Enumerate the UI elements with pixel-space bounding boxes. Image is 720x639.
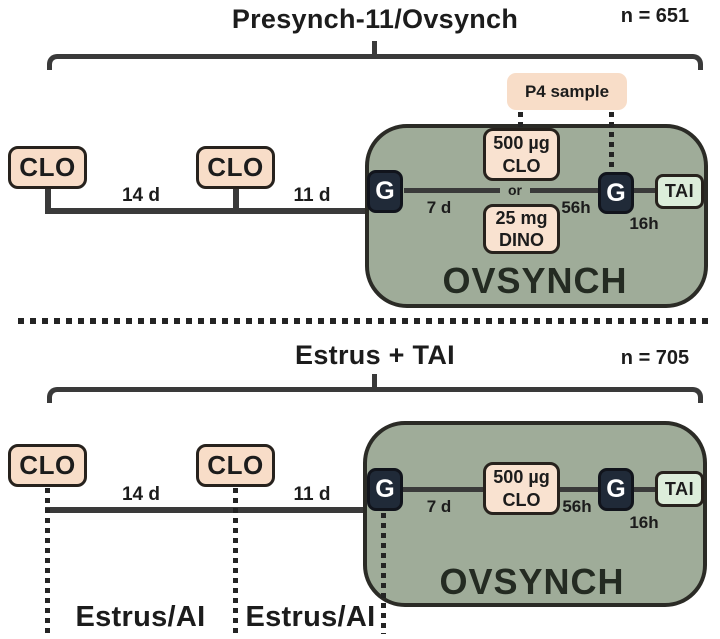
estrus-ai-label-1: Estrus/AI bbox=[75, 601, 206, 633]
top-16h-label: 16h bbox=[629, 214, 659, 233]
bottom-bracket bbox=[47, 387, 703, 403]
top-ovsynch-line-3 bbox=[634, 188, 655, 193]
top-dino-dose-box: 25 mg DINO bbox=[483, 204, 560, 254]
top-n-count: n = 651 bbox=[620, 5, 690, 27]
top-interval-14d: 14 d bbox=[121, 185, 161, 206]
bottom-56h-label: 56h bbox=[562, 497, 592, 516]
top-bracket-tick bbox=[372, 41, 377, 55]
top-timeline bbox=[45, 208, 365, 214]
bottom-clo-dose-box: 500 µg CLO bbox=[483, 462, 560, 515]
top-section-title: Presynch-11/Ovsynch bbox=[231, 4, 519, 34]
p4-sample-box: P4 sample bbox=[507, 73, 627, 110]
bottom-bracket-tick bbox=[372, 374, 377, 388]
bottom-interval-11d: 11 d bbox=[293, 484, 331, 505]
top-clo-box-1: CLO bbox=[8, 146, 87, 189]
top-clo-box-2: CLO bbox=[196, 146, 275, 189]
estrus-ai-label-2: Estrus/AI bbox=[245, 601, 376, 633]
top-ovsynch-line-1 bbox=[404, 188, 500, 193]
bottom-clo-dose-amount: 500 µg bbox=[493, 467, 550, 487]
bottom-tai-box: TAI bbox=[655, 471, 704, 507]
bottom-ovsynch-line-3 bbox=[634, 487, 655, 492]
top-dino-dose-drug: DINO bbox=[499, 230, 544, 250]
top-clo1-connector bbox=[45, 189, 51, 211]
top-7d-label: 7 d bbox=[426, 198, 452, 217]
top-tai-box: TAI bbox=[655, 174, 704, 209]
bottom-7d-label: 7 d bbox=[426, 497, 452, 516]
bottom-n-count: n = 705 bbox=[620, 347, 690, 369]
bottom-ovsynch-label: OVSYNCH bbox=[439, 561, 625, 602]
top-clo-dose-box: 500 µg CLO bbox=[483, 128, 560, 181]
bottom-gnrh-dotted-line bbox=[381, 513, 386, 634]
p4-dotted-line-2 bbox=[609, 112, 614, 171]
top-clo-dose-amount: 500 µg bbox=[493, 133, 550, 153]
bottom-gnrh-box-1: G bbox=[367, 468, 403, 511]
top-interval-11d: 11 d bbox=[293, 185, 331, 206]
bottom-ovsynch-panel: G 7 d 500 µg CLO 56h G TAI 16h OVSYNCH bbox=[363, 421, 707, 607]
top-gnrh-box-2: G bbox=[598, 172, 634, 214]
top-gnrh-box-1: G bbox=[367, 170, 403, 213]
top-bracket bbox=[47, 54, 703, 70]
bottom-16h-label: 16h bbox=[629, 513, 659, 532]
top-dino-dose-amount: 25 mg bbox=[495, 207, 548, 228]
top-ovsynch-line-2 bbox=[530, 188, 598, 193]
top-or-label: or bbox=[508, 182, 522, 198]
top-ovsynch-panel: G or 7 d 500 µg CLO 25 mg DINO 56h G TAI… bbox=[365, 124, 708, 308]
bottom-gnrh-box-2: G bbox=[598, 468, 634, 511]
bottom-clo-dose-drug: CLO bbox=[502, 489, 541, 510]
p4-dotted-line-1 bbox=[518, 112, 523, 129]
bottom-clo-box-2: CLO bbox=[196, 444, 275, 487]
bottom-clo2-dotted-line bbox=[233, 488, 238, 634]
top-ovsynch-label: OVSYNCH bbox=[442, 260, 628, 301]
bottom-interval-14d: 14 d bbox=[121, 484, 161, 505]
bottom-ovsynch-line-2 bbox=[560, 487, 598, 492]
bottom-section-title: Estrus + TAI bbox=[295, 340, 455, 370]
bottom-timeline bbox=[45, 507, 363, 513]
top-56h-label: 56h bbox=[561, 198, 591, 217]
bottom-clo1-dotted-line bbox=[45, 488, 50, 634]
bottom-clo-box-1: CLO bbox=[8, 444, 87, 487]
top-clo2-connector bbox=[233, 189, 239, 211]
section-divider-dotted bbox=[18, 318, 708, 324]
bottom-ovsynch-line-1 bbox=[403, 487, 483, 492]
top-clo-dose-drug: CLO bbox=[502, 155, 541, 176]
